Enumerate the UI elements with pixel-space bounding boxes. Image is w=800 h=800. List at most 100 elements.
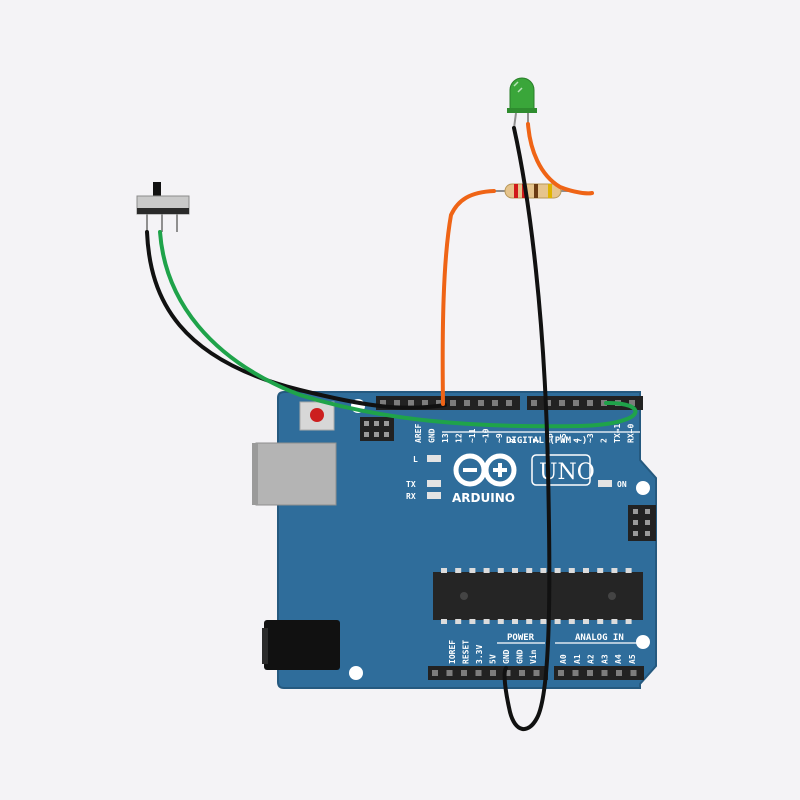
- chip-leg: [497, 568, 504, 573]
- pin-label: IOREF: [448, 640, 457, 664]
- pin-label: TX→1: [613, 424, 622, 443]
- resistor-band: [548, 184, 552, 198]
- chip-leg: [583, 619, 589, 624]
- switch-knob[interactable]: [153, 182, 161, 196]
- header-pin[interactable]: [464, 400, 470, 406]
- tx-led-label: TX: [406, 480, 416, 489]
- rx-led: [427, 492, 441, 499]
- header-pin[interactable]: [432, 670, 438, 676]
- chip-leg: [554, 568, 561, 573]
- header-pin[interactable]: [616, 670, 622, 676]
- pin-label: AREF: [414, 424, 423, 443]
- pin-label: ~5: [559, 433, 568, 443]
- header-pin[interactable]: [506, 400, 512, 406]
- mounting-hole: [636, 481, 650, 495]
- pin-label: ~9: [495, 433, 504, 443]
- icsp-header-right: [628, 505, 656, 541]
- pin-label: 12: [455, 433, 464, 443]
- mounting-hole: [349, 666, 363, 680]
- pin-label: ~3: [586, 433, 595, 443]
- on-led-label: ON: [617, 480, 627, 489]
- chip-leg: [497, 619, 504, 624]
- switch-pin: [146, 214, 148, 232]
- header-pin[interactable]: [380, 400, 386, 406]
- pin-label: A1: [573, 654, 582, 664]
- pin-label: 8: [509, 438, 518, 443]
- chip-leg: [483, 619, 490, 624]
- pin-label: GND: [516, 649, 525, 664]
- pin-label: A4: [614, 654, 623, 664]
- header-pin[interactable]: [559, 400, 565, 406]
- arduino-brand-text: ARDUINO: [452, 491, 515, 505]
- chip-leg: [554, 619, 561, 624]
- chip-leg: [526, 568, 533, 573]
- green-led[interactable]: [507, 77, 537, 129]
- l-led-label: L: [413, 455, 418, 464]
- digital-header-right: [527, 396, 643, 410]
- header-pin[interactable]: [531, 400, 537, 406]
- rx-led-label: RX: [406, 492, 416, 501]
- chip-leg: [568, 568, 575, 573]
- header-pin[interactable]: [533, 670, 540, 676]
- header-pin[interactable]: [422, 400, 428, 406]
- power-header: [428, 666, 548, 680]
- chip-leg: [597, 568, 604, 573]
- header-pin[interactable]: [478, 400, 484, 406]
- header-pin[interactable]: [629, 400, 635, 406]
- header-pin[interactable]: [572, 670, 579, 676]
- chip-leg: [469, 619, 476, 624]
- arduino-logo: [453, 453, 517, 487]
- chip-leg: [455, 568, 462, 573]
- header-pin[interactable]: [492, 400, 498, 406]
- header-pin[interactable]: [573, 400, 579, 406]
- resistor-band: [514, 184, 518, 198]
- chip-leg: [483, 568, 490, 573]
- header-pin[interactable]: [558, 670, 564, 676]
- pin-label: ~11: [468, 428, 477, 443]
- header-pin[interactable]: [450, 400, 456, 406]
- pin-label: ~6: [546, 433, 555, 443]
- chip-leg: [469, 568, 476, 573]
- header-pin[interactable]: [601, 670, 608, 676]
- power-section-label: POWER: [507, 633, 535, 643]
- chip-leg: [611, 568, 618, 573]
- wire-switch-green[interactable]: [158, 230, 638, 429]
- wire-resistor-orange[interactable]: [440, 189, 496, 406]
- chip-leg: [526, 619, 533, 624]
- analog-header: [554, 666, 644, 680]
- header-pin[interactable]: [408, 400, 414, 406]
- wire-led-black[interactable]: [502, 126, 552, 731]
- header-pin[interactable]: [587, 670, 593, 676]
- header-pin[interactable]: [475, 670, 482, 676]
- header-pin[interactable]: [490, 670, 496, 676]
- chip-leg: [540, 568, 547, 573]
- wire-led-orange[interactable]: [526, 122, 594, 196]
- chip-leg: [455, 619, 462, 624]
- header-pin[interactable]: [446, 670, 453, 676]
- header-pin[interactable]: [630, 670, 637, 676]
- header-pin[interactable]: [504, 670, 511, 676]
- led-leg-cathode: [513, 112, 517, 129]
- chip-leg: [512, 619, 518, 624]
- l-led: [427, 455, 441, 462]
- slide-switch[interactable]: [136, 182, 190, 232]
- header-pin[interactable]: [545, 400, 551, 406]
- header-pin[interactable]: [519, 670, 525, 676]
- resistor-band: [534, 184, 538, 198]
- pin-label: ~10: [482, 428, 491, 443]
- led-dome: [509, 77, 535, 111]
- reset-button[interactable]: [310, 408, 324, 422]
- chip-leg: [611, 619, 618, 624]
- chip-leg: [625, 619, 632, 624]
- chip-leg: [583, 568, 589, 573]
- header-pin[interactable]: [461, 670, 467, 676]
- pin-label: GND: [502, 649, 511, 664]
- header-pin[interactable]: [587, 400, 593, 406]
- header-pin[interactable]: [436, 400, 442, 406]
- resistor-body: [504, 183, 562, 199]
- header-pin[interactable]: [394, 400, 400, 406]
- pin-label: RESET: [462, 640, 471, 664]
- pin-label: A5: [628, 654, 637, 664]
- dc-power-jack: [264, 620, 340, 670]
